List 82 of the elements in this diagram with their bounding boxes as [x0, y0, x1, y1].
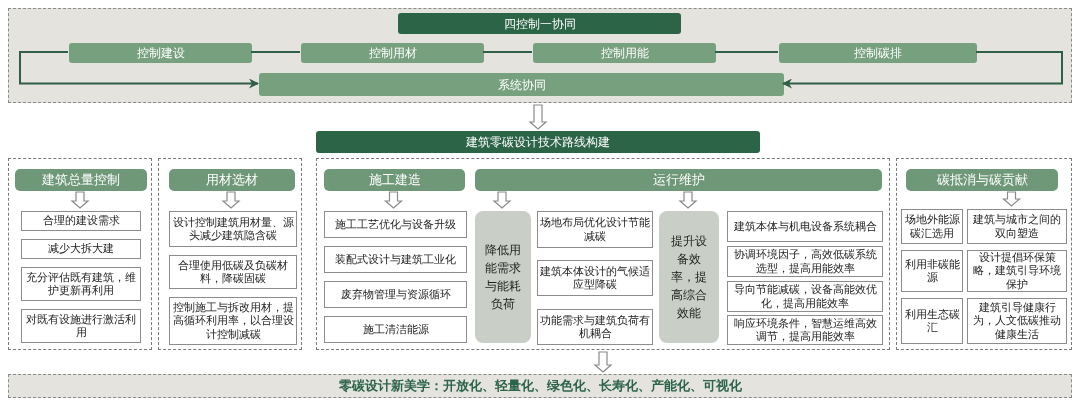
connector-line: [714, 51, 779, 53]
arrow: [19, 51, 259, 89]
node-text: 施工工艺优化与设备升级: [335, 217, 456, 232]
step-box: [21, 211, 141, 231]
node-text: 合理的建设需求: [42, 214, 120, 228]
node-text: 施工建造: [368, 170, 421, 189]
panel-background: [896, 158, 1072, 350]
node-text: 场地外能源碳汇选用: [903, 213, 961, 240]
category-header: [906, 169, 1058, 191]
node-text: 控制施工与拆改用材，提高循环利用率，以合理设计控制减碳: [171, 301, 295, 341]
node-text: 降低用能需求与能耗负荷: [484, 242, 522, 313]
panel-background: [316, 158, 890, 350]
hollow-arrow: [678, 191, 698, 209]
step-box: [324, 211, 467, 238]
panel-background: [158, 158, 302, 350]
hollow-arrow: [528, 104, 548, 130]
node-text: 功能需求与建筑负荷有机耦合: [539, 313, 651, 341]
node-text: 导向节能减碳，设备高能效优化，提高用能效率: [732, 283, 878, 310]
summary-panel: [475, 211, 531, 343]
node-text: 用材选材: [206, 170, 258, 189]
node-text: 协调环境因子，高效低碳系统选型，提高用能效率: [732, 248, 878, 275]
hollow-arrow: [70, 191, 90, 209]
node-text: 提升设备效率，提高综合效能: [670, 233, 708, 322]
step-box: [727, 211, 883, 242]
node-text: 零碳设计新美学：开放化、轻量化、绿色化、长寿化、产能化、可视化: [338, 377, 742, 396]
node-text: 控制用能: [600, 45, 649, 62]
panel-background: [8, 158, 152, 350]
node-text: 建筑引导健康行为，人文低碳推动健康生活: [972, 301, 1062, 341]
node-text: 施工清洁能源: [362, 322, 429, 337]
hollow-arrow: [221, 191, 241, 209]
connector-line: [250, 51, 301, 53]
band-background: [8, 8, 1072, 103]
category-header: [15, 169, 147, 191]
control-bar: [533, 43, 716, 63]
hollow-arrow: [492, 191, 512, 209]
node-text: 设计提倡环保策略，建筑引导环境保护: [972, 251, 1062, 291]
node-text: 合理使用低碳及负碳材料，降碳固碳: [177, 258, 289, 286]
node-text: 建筑与城市之间的双向塑造: [972, 213, 1062, 240]
node-text: 建筑零碳设计技术路线构建: [466, 134, 610, 151]
arrow: [782, 51, 1063, 89]
control-bar: [69, 43, 252, 63]
node-text: 四控制一协同: [503, 15, 576, 33]
node-text: 对既有设施进行激活利用: [25, 312, 137, 340]
hollow-arrow: [1001, 191, 1022, 207]
node-text: 控制建设: [136, 45, 185, 62]
step-box: [324, 281, 467, 308]
step-box: [21, 239, 141, 259]
node-text: 装配式设计与建筑工业化: [335, 252, 456, 267]
node-text: 系统协同: [497, 76, 546, 94]
category-header: [169, 169, 295, 191]
node-text: 响应环境条件，智慧运维高效调节，提高用能效率: [732, 316, 878, 344]
hollow-arrow: [593, 351, 613, 373]
node-text: 控制用材: [368, 45, 417, 62]
node-text: 废弃物管理与资源循环: [340, 287, 451, 302]
node-text: 建筑总量控制: [42, 170, 120, 189]
summary-panel: [659, 211, 719, 343]
title-banner: [398, 13, 681, 34]
title-banner: [316, 131, 760, 153]
node-text: 碳抵消与碳贡献: [936, 170, 1028, 189]
node-text: 建筑本体设计的气候适应型降碳: [539, 264, 651, 292]
category-header: [324, 169, 465, 191]
hollow-arrow: [383, 191, 404, 209]
footer-band: [8, 374, 1072, 398]
node-text: 利用生态碳汇: [903, 307, 961, 335]
step-box: [901, 298, 963, 344]
control-bar: [259, 73, 784, 96]
node-text: 运行维护: [652, 170, 705, 189]
connector-line: [482, 51, 533, 53]
step-box: [901, 250, 963, 292]
control-bar: [301, 43, 484, 63]
step-box: [324, 246, 467, 273]
control-bar: [779, 43, 977, 63]
node-text: 减少大拆大建: [48, 242, 114, 256]
step-box: [324, 316, 467, 343]
node-text: 利用非碳能源: [903, 257, 961, 285]
node-text: 场地布局优化设计节能减碳: [539, 216, 651, 243]
node-text: 控制碳排: [854, 45, 902, 62]
category-header: [475, 169, 882, 191]
node-text: 建筑本体与机电设备系统耦合: [733, 219, 877, 234]
node-text: 充分评估既有建筑，维护更新再利用: [25, 270, 137, 298]
node-text: 设计控制建筑用材量、源头减少建筑隐含碳: [171, 215, 295, 243]
step-box: [169, 255, 297, 289]
